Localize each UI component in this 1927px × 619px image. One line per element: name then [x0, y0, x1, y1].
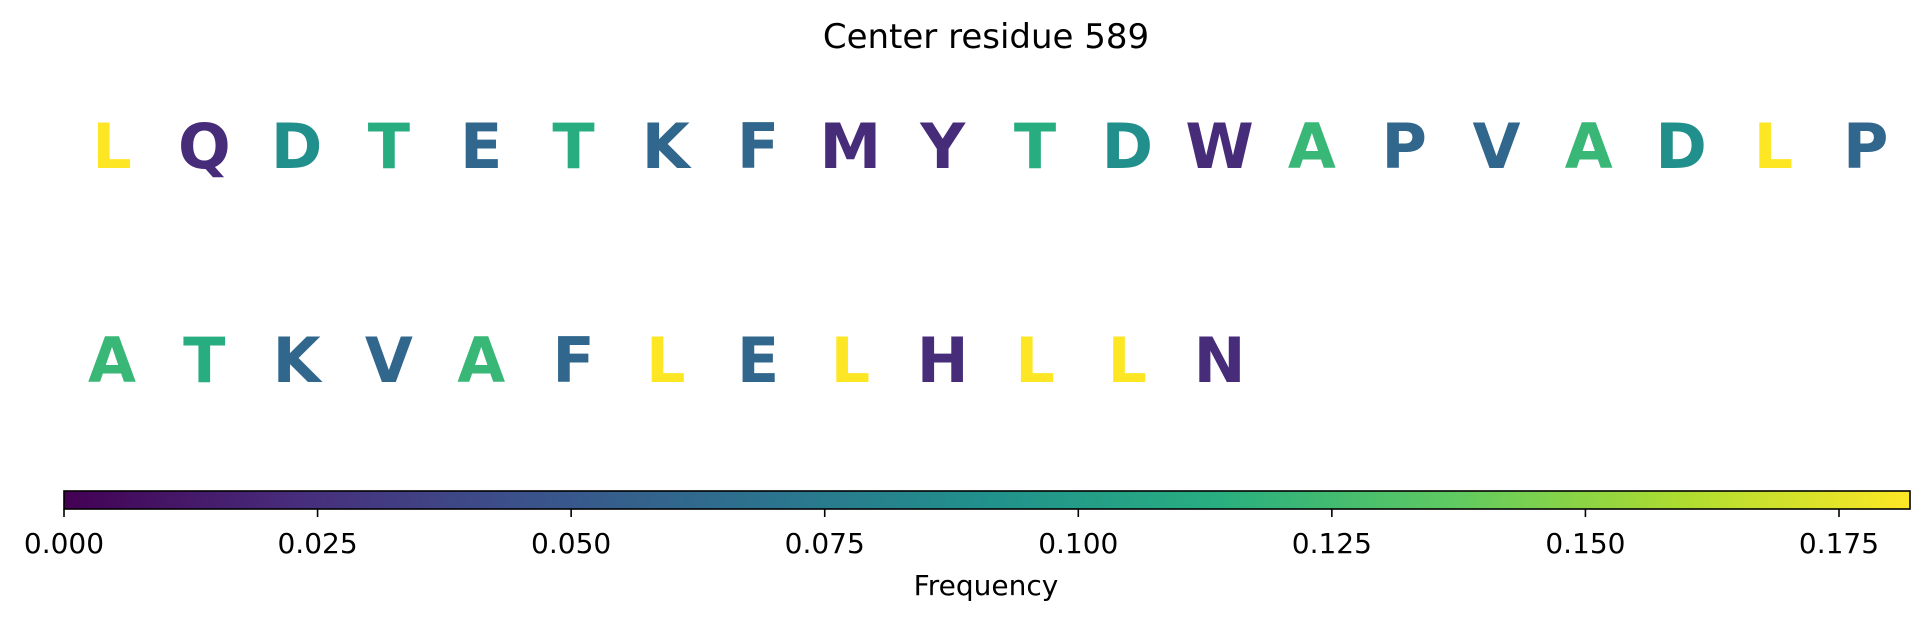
residue-letter: A [1288, 110, 1336, 183]
residue-letter: D [271, 110, 322, 183]
colorbar-tick-label: 0.175 [1799, 527, 1879, 560]
colorbar-tick-label: 0.075 [785, 527, 865, 560]
residue-letter: K [273, 324, 323, 397]
residue-letter: D [1102, 110, 1153, 183]
colorbar-tick-label: 0.025 [277, 527, 357, 560]
residue-letter: D [1655, 110, 1706, 183]
residue-letter: Q [178, 110, 231, 183]
residue-letter: M [820, 110, 882, 183]
residue-letter: K [642, 110, 692, 183]
residue-letter: F [737, 110, 779, 183]
residue-letter: E [460, 110, 502, 183]
residue-letter: T [183, 324, 225, 397]
residue-letter: V [365, 324, 413, 397]
residue-letter: Y [919, 110, 966, 183]
residue-letter: H [917, 324, 969, 397]
residue-letter: W [1185, 110, 1253, 183]
colorbar-tick-label: 0.150 [1545, 527, 1625, 560]
residue-letter: T [1014, 110, 1056, 183]
residue-letter: F [552, 324, 594, 397]
residue-letter: N [1194, 324, 1246, 397]
residue-letter: P [1843, 110, 1888, 183]
residue-letter: T [552, 110, 594, 183]
colorbar: 0.000 0.025 0.050 0.075 0.100 0.125 0.150 0.175… [24, 490, 1911, 602]
residue-letter: P [1381, 110, 1426, 183]
residue-letter: A [457, 324, 505, 397]
residue-letter: L [831, 324, 871, 397]
residue-letter: L [1015, 324, 1055, 397]
colorbar-ticks: 0.000 0.025 0.050 0.075 0.100 0.125 0.150 0.175 [24, 509, 1879, 560]
residue-letter: L [1754, 110, 1794, 183]
colorbar-tick-label: 0.100 [1038, 527, 1118, 560]
residue-letter: A [88, 324, 136, 397]
colorbar-gradient [64, 491, 1910, 509]
residue-letter: L [92, 110, 132, 183]
residue-letter: A [1565, 110, 1613, 183]
residue-letter: T [368, 110, 410, 183]
colorbar-tick-label: 0.050 [531, 527, 611, 560]
colorbar-label: Frequency [914, 569, 1059, 602]
colorbar-tick-label: 0.125 [1292, 527, 1372, 560]
residue-letter: L [646, 324, 686, 397]
residue-letter: V [1473, 110, 1521, 183]
chart-title: Center residue 589 [823, 17, 1149, 57]
residue-letter: L [1108, 324, 1148, 397]
colorbar-frame [63, 490, 1911, 510]
colorbar-tick-label: 0.000 [24, 527, 104, 560]
residue-letter: E [737, 324, 779, 397]
